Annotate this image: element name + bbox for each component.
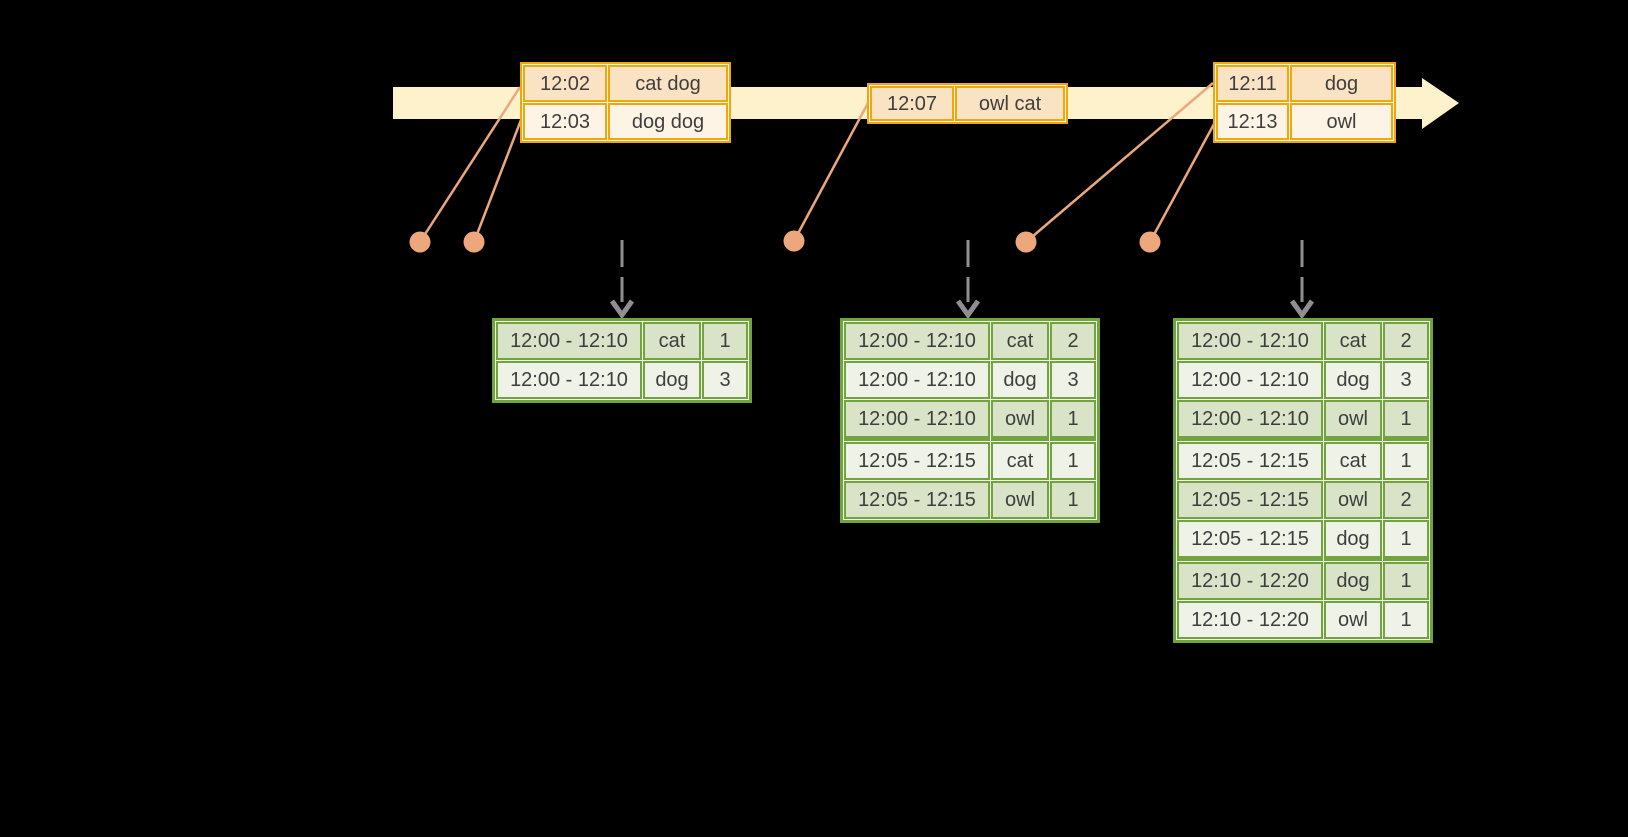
event-connector-line [792,102,870,242]
event-connector-line [1148,123,1216,243]
window-cell: 12:00 - 12:10 [496,322,642,360]
event-words-cell: dog dog [608,103,728,140]
table-row: 12:05 - 12:15 cat 1 [844,442,1096,480]
result-table-2: 12:00 - 12:10 cat 2 12:00 - 12:10 dog 3 … [840,318,1100,523]
event-table-3: 12:11 dog 12:13 owl [1213,62,1396,143]
word-cell: dog [1324,361,1382,399]
word-cell: dog [991,361,1049,399]
word-cell: cat [1324,442,1382,480]
window-cell: 12:00 - 12:10 [844,400,990,441]
table-row: 12:10 - 12:20 dog 1 [1177,562,1429,600]
arrival-dot [463,231,485,253]
event-time-cell: 12:07 [870,86,954,121]
count-cell: 1 [1050,400,1096,441]
count-cell: 1 [1383,400,1429,441]
count-cell: 3 [702,361,748,399]
event-time-cell: 12:13 [1216,103,1289,140]
count-cell: 2 [1383,322,1429,360]
table-row: 12:02 cat dog [523,65,728,102]
window-cell: 12:10 - 12:20 [1177,562,1323,600]
word-cell: owl [1324,481,1382,519]
table-row: 12:13 owl [1216,103,1393,140]
event-connector-line [472,119,523,243]
event-connector-line [1025,82,1214,243]
table-row: 12:05 - 12:15 owl 2 [1177,481,1429,519]
table-row: 12:05 - 12:15 dog 1 [1177,520,1429,561]
word-cell: owl [991,481,1049,519]
word-cell: dog [1324,562,1382,600]
word-cell: dog [643,361,701,399]
table-row: 12:10 - 12:20 owl 1 [1177,601,1429,639]
count-cell: 1 [1050,481,1096,519]
arrival-dot [409,231,431,253]
event-connector-line [418,86,522,243]
word-cell: owl [1324,400,1382,441]
arrival-dot [1015,231,1037,253]
table-row: 12:00 - 12:10 dog 3 [844,361,1096,399]
timeline-arrowhead-icon [1422,78,1459,129]
word-cell: cat [991,442,1049,480]
trigger-arrowhead-icon [609,299,635,320]
count-cell: 1 [1383,520,1429,561]
count-cell: 3 [1383,361,1429,399]
table-row: 12:07 owl cat [870,86,1065,121]
word-cell: owl [991,400,1049,441]
table-row: 12:00 - 12:10 dog 3 [1177,361,1429,399]
event-words-cell: owl [1290,103,1393,140]
word-cell: owl [1324,601,1382,639]
table-row: 12:00 - 12:10 dog 3 [496,361,748,399]
window-cell: 12:00 - 12:10 [1177,322,1323,360]
window-cell: 12:10 - 12:20 [1177,601,1323,639]
table-row: 12:05 - 12:15 cat 1 [1177,442,1429,480]
table-row: 12:05 - 12:15 owl 1 [844,481,1096,519]
count-cell: 2 [1050,322,1096,360]
table-row: 12:00 - 12:10 owl 1 [844,400,1096,441]
table-row: 12:03 dog dog [523,103,728,140]
window-cell: 12:00 - 12:10 [844,361,990,399]
result-table-1: 12:00 - 12:10 cat 1 12:00 - 12:10 dog 3 [492,318,752,403]
window-cell: 12:00 - 12:10 [1177,361,1323,399]
arrival-dot [1139,231,1161,253]
result-table-3: 12:00 - 12:10 cat 2 12:00 - 12:10 dog 3 … [1173,318,1433,643]
count-cell: 3 [1050,361,1096,399]
event-time-cell: 12:03 [523,103,607,140]
table-row: 12:00 - 12:10 cat 2 [1177,322,1429,360]
count-cell: 1 [1383,562,1429,600]
table-row: 12:00 - 12:10 owl 1 [1177,400,1429,441]
count-cell: 1 [702,322,748,360]
count-cell: 2 [1383,481,1429,519]
table-row: 12:00 - 12:10 cat 1 [496,322,748,360]
event-table-2: 12:07 owl cat [867,83,1068,124]
event-words-cell: cat dog [608,65,728,102]
word-cell: cat [991,322,1049,360]
window-cell: 12:00 - 12:10 [1177,400,1323,441]
count-cell: 1 [1050,442,1096,480]
window-cell: 12:00 - 12:10 [496,361,642,399]
window-cell: 12:05 - 12:15 [844,442,990,480]
window-cell: 12:05 - 12:15 [1177,520,1323,561]
event-words-cell: dog [1290,65,1393,102]
window-cell: 12:00 - 12:10 [844,322,990,360]
count-cell: 1 [1383,442,1429,480]
trigger-arrowhead-icon [1289,299,1315,320]
window-cell: 12:05 - 12:15 [1177,442,1323,480]
table-row: 12:11 dog [1216,65,1393,102]
window-cell: 12:05 - 12:15 [1177,481,1323,519]
count-cell: 1 [1383,601,1429,639]
arrival-dot [783,230,805,252]
word-cell: cat [1324,322,1382,360]
table-row: 12:00 - 12:10 cat 2 [844,322,1096,360]
window-cell: 12:05 - 12:15 [844,481,990,519]
event-time-cell: 12:02 [523,65,607,102]
word-cell: dog [1324,520,1382,561]
event-words-cell: owl cat [955,86,1065,121]
trigger-arrowhead-icon [955,299,981,320]
event-time-cell: 12:11 [1216,65,1289,102]
event-table-1: 12:02 cat dog 12:03 dog dog [520,62,731,143]
word-cell: cat [643,322,701,360]
